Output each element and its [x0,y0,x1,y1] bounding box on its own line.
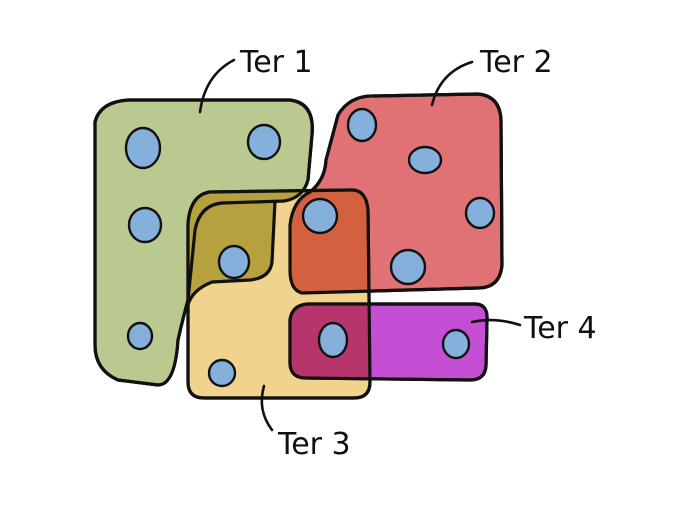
ter1-leader [198,58,236,114]
ter3-leader [260,384,274,432]
ter1-inner-edge [186,200,277,306]
ter2-label: Ter 2 [479,45,553,80]
dot [389,248,427,286]
ter1-outline [93,98,314,387]
dot [127,206,163,244]
ter4-outline [288,302,489,382]
overlap-ter1-ter3 [188,190,313,385]
region-outlines [93,92,504,400]
dot [126,321,154,351]
dot [301,197,339,235]
ter3-outline [186,188,372,400]
overlap-ter2-ter3 [290,190,370,293]
dot [346,107,378,143]
dot [124,126,162,170]
dot [317,321,349,359]
ter1-label: Ter 1 [239,45,313,80]
ter2-leader [430,60,474,107]
ter4-leader [470,318,522,327]
dot [217,244,251,280]
dot [407,145,443,175]
ter3-label: Ter 3 [277,427,351,462]
ter4-label: Ter 4 [523,311,597,346]
location-dots [124,107,496,388]
dot [441,328,471,360]
dot [207,358,237,388]
dot [464,196,496,230]
dot [246,123,282,161]
